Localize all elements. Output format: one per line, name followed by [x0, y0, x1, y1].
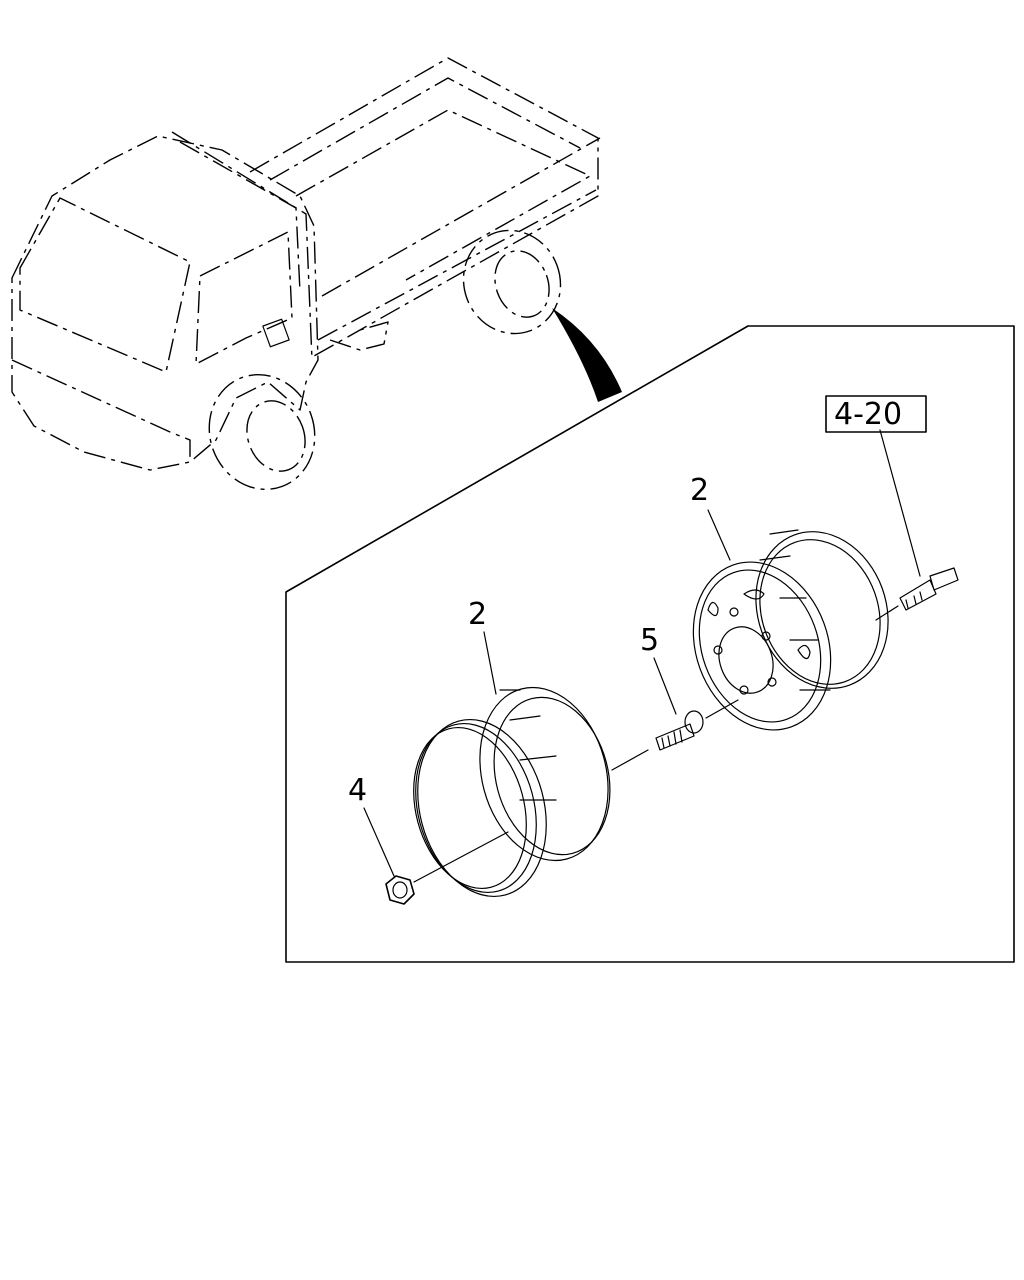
callout-part-2-lower: 2	[468, 597, 487, 632]
detail-frame	[285, 325, 1015, 963]
callout-ref-4-20: 4-20	[834, 397, 902, 432]
leader-lines	[363, 429, 921, 877]
truck-outline	[11, 57, 601, 491]
wheel-nut	[385, 875, 415, 905]
tire-valve	[899, 567, 959, 611]
wheel-bolt	[655, 710, 704, 751]
assembly-axis	[413, 605, 899, 883]
callout-part-4: 4	[348, 773, 367, 808]
reference-box	[825, 395, 927, 433]
callout-part-5: 5	[640, 623, 659, 658]
pointer-arrow	[552, 308, 622, 402]
wheel-rim-upper	[692, 529, 889, 731]
wheel-rim-lower	[413, 686, 611, 898]
callout-part-2-upper: 2	[690, 473, 709, 508]
